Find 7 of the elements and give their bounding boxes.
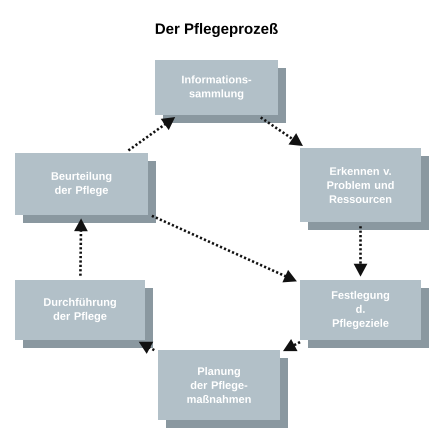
title: Der Pflegeprozeß bbox=[156, 22, 278, 38]
process-box: Informations- sammlung bbox=[155, 60, 286, 123]
process-box: Durchführung der Pflege bbox=[15, 280, 153, 348]
process-box: Planung der Pflege- maßnahmen bbox=[158, 350, 288, 428]
process-box: Festlegung d. Pflegeziele bbox=[300, 280, 429, 348]
process-box: Beurteilung der Pflege bbox=[15, 153, 156, 223]
process-box: Erkennen v. Problem und Ressourcen bbox=[300, 148, 429, 230]
